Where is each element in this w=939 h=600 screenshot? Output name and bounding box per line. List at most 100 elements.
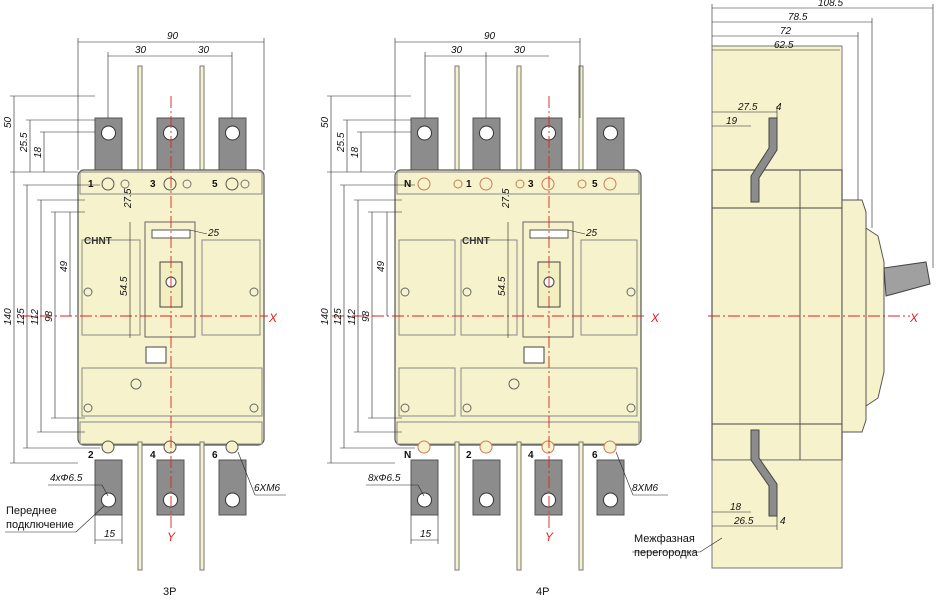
barrier-4p-b2 <box>516 441 522 571</box>
leader-3p-front2 <box>75 505 105 533</box>
panel-4p-left <box>460 239 518 336</box>
terminal-label-4p-bot-6: 6 <box>592 450 598 461</box>
screw-3p-c <box>240 179 250 189</box>
leader-side-barrier2 <box>699 537 723 553</box>
axis-y-label-3p: Y <box>167 530 176 544</box>
panel-3p-left <box>81 239 141 336</box>
dim-4p-18: 18 <box>350 146 361 158</box>
terminal-4p-bot-4 <box>541 440 555 454</box>
dim-3p-140: 140 <box>3 308 14 325</box>
panel-4p-n <box>398 239 456 336</box>
mount-screw-4p-1 <box>400 287 410 297</box>
terminal-4p-top-n <box>417 177 431 191</box>
terminal-label-3p-top-5: 5 <box>212 179 218 190</box>
axis-x-label-3p: X <box>268 311 278 325</box>
terminal-3p-bot-4 <box>163 440 177 454</box>
barrier-4p-t3 <box>578 65 584 177</box>
dim-side-18: 18 <box>730 502 742 513</box>
terminal-label-4p-top-1: 1 <box>466 179 472 190</box>
leader-4p-25 <box>567 229 586 235</box>
handle-window-4p <box>522 221 574 338</box>
terminal-3p-top-5 <box>225 177 239 191</box>
dim-side-72: 72 <box>780 26 792 37</box>
terminal-label-4p-top-5: 5 <box>592 179 598 190</box>
leader-3p-screws <box>237 451 256 496</box>
terminal-4p-bot-n <box>417 440 431 454</box>
terminal-4p-top-5 <box>603 177 617 191</box>
axis-y-label-4p: Y <box>545 530 554 544</box>
dim-4p-125: 125 <box>333 308 344 325</box>
hole-4p-3 <box>541 125 556 141</box>
view-side: X 108.5 78.5 72 62.5 27.5 4 19 18 26.5 4… <box>632 0 934 569</box>
dim-4p-98: 98 <box>361 310 372 322</box>
dim-4p-49: 49 <box>376 260 387 272</box>
dim-3p-30b: 30 <box>198 45 210 56</box>
dim-4p-140: 140 <box>320 308 331 325</box>
side-handle <box>883 261 931 297</box>
hole-3p-3 <box>163 125 178 141</box>
view-4p: N 1 3 5 CHNT N 2 4 6 <box>320 31 668 598</box>
terminal-label-3p-bot-6: 6 <box>212 450 218 461</box>
dim-4p-25: 25 <box>585 228 598 239</box>
screw-4p-b <box>515 179 525 189</box>
leader-3p-25 <box>189 229 208 235</box>
mount-screw-3p-2 <box>249 287 259 297</box>
screw-4p-c <box>577 179 587 189</box>
leader-4p-screws <box>615 451 634 496</box>
body-4p <box>394 169 642 446</box>
dim-4p-50: 50 <box>320 116 331 128</box>
dim-3p-25: 25 <box>207 228 220 239</box>
test-button-4p <box>523 346 545 364</box>
terminal-4p-top-1 <box>479 177 493 191</box>
hole-4p-bn <box>417 492 432 508</box>
barrier-4p-b1 <box>454 441 460 571</box>
mount-screw-3p-3 <box>83 403 93 413</box>
mount-screw-4p-5 <box>462 403 472 413</box>
dim-3p-49: 49 <box>59 260 70 272</box>
busbar-4p-top-3 <box>534 117 563 174</box>
view-3p: 1 3 5 CHNT 2 4 6 <box>3 31 286 598</box>
terminal-label-4p-bot-4: 4 <box>528 450 534 461</box>
dim-3p-18: 18 <box>33 146 44 158</box>
barrier-3p-b1 <box>137 441 143 571</box>
terminal-4p-bot-6 <box>603 440 617 454</box>
hole-3p-1 <box>101 125 116 141</box>
screws-label-3p: 6ХМ6 <box>254 483 281 494</box>
terminal-strip-4p-top <box>396 171 640 195</box>
dim-3p-50: 50 <box>3 116 14 128</box>
terminal-4p-bot-2 <box>479 440 493 454</box>
hole-4p-5 <box>603 125 618 141</box>
dim-side-785: 78.5 <box>788 12 808 23</box>
hole-4p-4 <box>541 492 556 508</box>
dim-3p-112: 112 <box>30 309 41 325</box>
terminal-label-3p-bot-4: 4 <box>150 450 156 461</box>
brand-logo-4p: CHNT <box>462 236 490 247</box>
axis-x-label-4p: X <box>650 311 660 325</box>
dim-side-4a: 4 <box>776 102 782 113</box>
test-button-3p <box>145 346 167 364</box>
handle-window-3p <box>144 221 196 338</box>
terminal-3p-top-3 <box>163 177 177 191</box>
side-busbar-top <box>750 117 778 203</box>
dim-3p-275: 27.5 <box>123 188 134 209</box>
axis-x-label-side: X <box>909 311 919 325</box>
terminal-label-4p-bot-n: N <box>404 450 411 461</box>
terminal-3p-bot-6 <box>225 440 239 454</box>
dim-4p-545: 54.5 <box>497 276 508 296</box>
dim-side-19: 19 <box>726 116 738 127</box>
front-note-3p-line2: подключение <box>6 519 74 531</box>
mount-screw-4p-6 <box>626 403 636 413</box>
busbar-4p-bot-n <box>410 459 439 516</box>
dim-side-4b: 4 <box>780 516 786 527</box>
dim-4p-275: 27.5 <box>501 188 512 209</box>
panel-3p-lower <box>81 367 263 417</box>
holes-label-3p: 4xФ6.5 <box>50 473 83 484</box>
barrier-4p-t2 <box>516 65 522 177</box>
dim-4p-30b: 30 <box>514 45 526 56</box>
terminal-label-4p-top-n: N <box>404 179 411 190</box>
terminal-4p-top-3 <box>541 177 555 191</box>
dim-4p-112: 112 <box>347 309 358 325</box>
mount-screw-4p-3 <box>626 287 636 297</box>
dim-side-1085: 108.5 <box>818 0 843 9</box>
barrier-note-line2: перегородка <box>634 547 699 559</box>
